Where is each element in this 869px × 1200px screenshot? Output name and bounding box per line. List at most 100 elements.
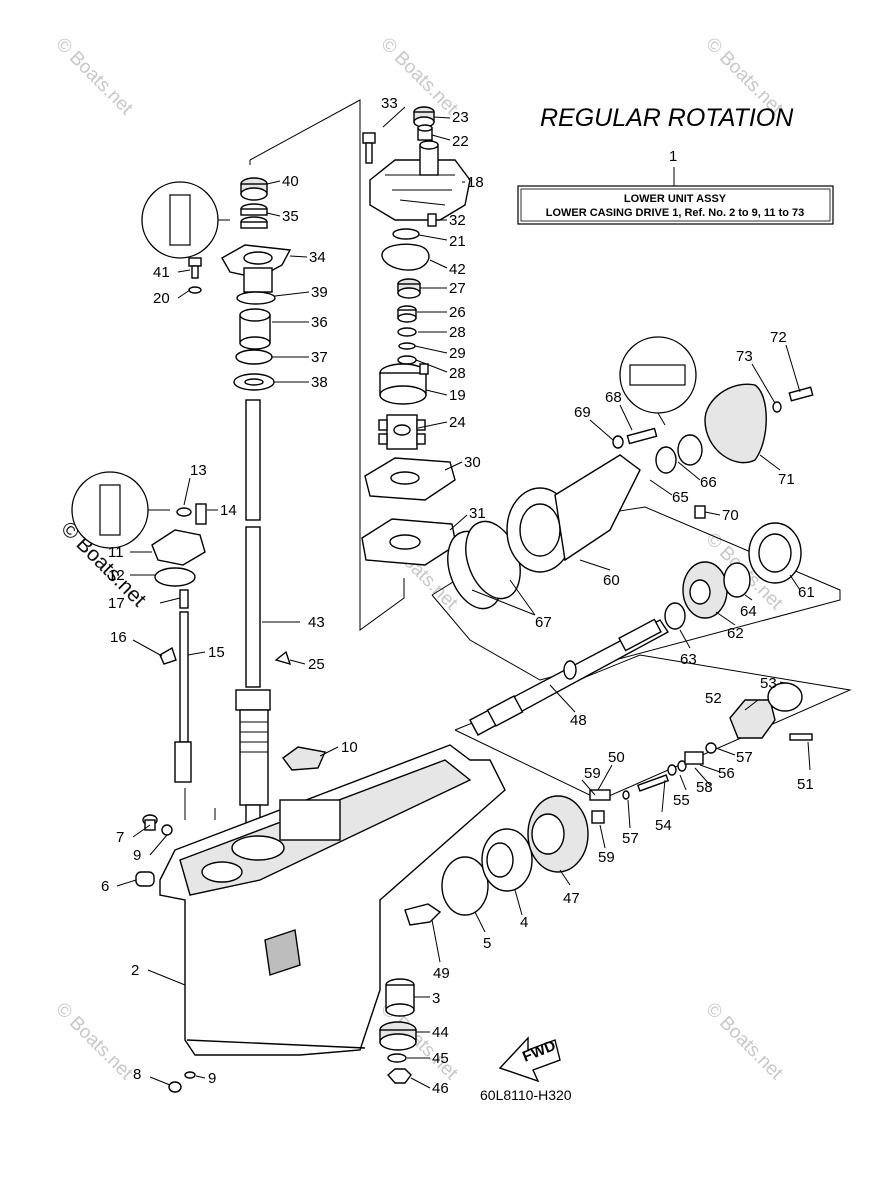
bearing-4 xyxy=(481,828,533,892)
callout-1: 1 xyxy=(669,148,677,165)
callout-61: 61 xyxy=(798,584,815,601)
callout-50: 50 xyxy=(608,749,625,766)
callout-28: 28 xyxy=(449,365,466,382)
callout-36: 36 xyxy=(311,314,328,331)
collar-40 xyxy=(240,177,268,201)
callout-67: 67 xyxy=(535,614,552,631)
grease-icon xyxy=(71,471,170,549)
callout-16: 16 xyxy=(110,629,127,646)
spring-58 xyxy=(684,751,704,765)
bearing-3 xyxy=(385,978,415,1017)
leader-lines xyxy=(116,106,811,1089)
callout-44: 44 xyxy=(432,1024,449,1041)
callout-69: 69 xyxy=(574,404,591,421)
callout-42: 20 xyxy=(153,290,170,307)
callout-28: 28 xyxy=(449,324,466,341)
washer-9 xyxy=(161,824,173,836)
callout-2: 2 xyxy=(131,962,139,979)
callout-72: 72 xyxy=(770,329,787,346)
reverse-gear-47 xyxy=(527,795,589,873)
bolt-70 xyxy=(694,505,706,519)
callout-labels: 33 23 22 18 40 35 34 32 21 41 42 20 39 2… xyxy=(101,95,815,1097)
callout-30: 30 xyxy=(464,454,481,471)
callout-8: 8 xyxy=(133,1066,141,1083)
grease-icon xyxy=(141,181,230,259)
bolt-41 xyxy=(188,257,202,279)
callout-23: 23 xyxy=(452,109,469,126)
callout-49: 49 xyxy=(433,965,450,982)
o-ring-12 xyxy=(154,567,196,587)
callout-35: 35 xyxy=(282,208,299,225)
seal-27 xyxy=(397,278,421,299)
callout-26: 26 xyxy=(449,304,466,321)
callout-20: 42 xyxy=(449,261,466,278)
callout-53: 53 xyxy=(760,675,777,692)
drive-shaft-43 xyxy=(235,399,271,836)
plate-hole xyxy=(390,471,420,485)
callout-34: 34 xyxy=(309,249,326,266)
callout-27: 27 xyxy=(449,280,466,297)
callout-48: 48 xyxy=(570,712,587,729)
callout-47: 47 xyxy=(563,890,580,907)
callout-11: 11 xyxy=(108,544,124,561)
assembly-box: LOWER UNIT ASSY LOWER CASING DRIVE 1, Re… xyxy=(517,185,834,225)
pin-59 xyxy=(591,810,605,824)
seal-65 xyxy=(655,446,677,474)
callout-25: 25 xyxy=(308,656,325,673)
callout-15: 15 xyxy=(208,644,225,661)
callout-22: 22 xyxy=(452,133,469,150)
bearing-26 xyxy=(397,305,417,323)
callout-55: 55 xyxy=(673,792,690,809)
bearing-61 xyxy=(748,522,802,584)
o-ring-5 xyxy=(441,856,489,916)
washer-28 xyxy=(397,327,417,337)
dog-clutch-52 xyxy=(729,699,776,739)
washer-57 xyxy=(622,790,630,800)
callout-64: 64 xyxy=(740,603,757,620)
callout-57: 57 xyxy=(622,830,639,847)
callout-68: 68 xyxy=(605,389,622,406)
bearing-housing-60 xyxy=(506,454,641,573)
callout-60: 60 xyxy=(603,572,620,589)
callout-19: 19 xyxy=(449,387,466,404)
callout-12: 12 xyxy=(108,567,125,584)
washer-42 xyxy=(188,286,202,294)
diagram-title: REGULAR ROTATION xyxy=(540,104,794,132)
spring-17 xyxy=(179,589,189,609)
insert-cartridge-19 xyxy=(379,363,429,405)
pin-25 xyxy=(274,650,292,666)
callout-63: 63 xyxy=(680,651,697,668)
callout-33: 33 xyxy=(381,95,398,112)
callout-40: 40 xyxy=(282,173,299,190)
callout-41: 41 xyxy=(153,264,170,281)
callout-5: 5 xyxy=(483,935,491,952)
water-pump-housing-18 xyxy=(369,140,471,221)
nut-46 xyxy=(387,1068,412,1084)
retainer-34 xyxy=(221,244,292,293)
ball-55 xyxy=(667,764,677,776)
callout-54: 54 xyxy=(655,817,672,834)
fwd-arrow-icon: FWD xyxy=(498,1036,561,1083)
callout-10: 10 xyxy=(341,739,358,756)
callout-17: 17 xyxy=(108,595,125,612)
callout-9: 9 xyxy=(208,1070,216,1087)
callout-43: 43 xyxy=(308,614,325,631)
washer-56 xyxy=(705,742,717,754)
ball-55 xyxy=(677,760,687,772)
pinion-44 xyxy=(379,1021,417,1051)
callout-13: 13 xyxy=(190,462,207,479)
watermark: © Boats.net xyxy=(51,999,137,1085)
callout-3: 3 xyxy=(432,990,440,1007)
lower-casing-2 xyxy=(159,744,506,1056)
shim-64 xyxy=(723,562,751,598)
callout-6: 6 xyxy=(101,878,109,895)
callout-51: 51 xyxy=(797,776,814,793)
collar-23 xyxy=(413,106,435,128)
retainer-11 xyxy=(151,529,206,566)
seal-20 xyxy=(381,243,430,271)
grommet-6 xyxy=(135,871,155,887)
grease-icon xyxy=(619,336,697,426)
anode-10 xyxy=(282,746,326,771)
washer-69 xyxy=(612,435,624,449)
